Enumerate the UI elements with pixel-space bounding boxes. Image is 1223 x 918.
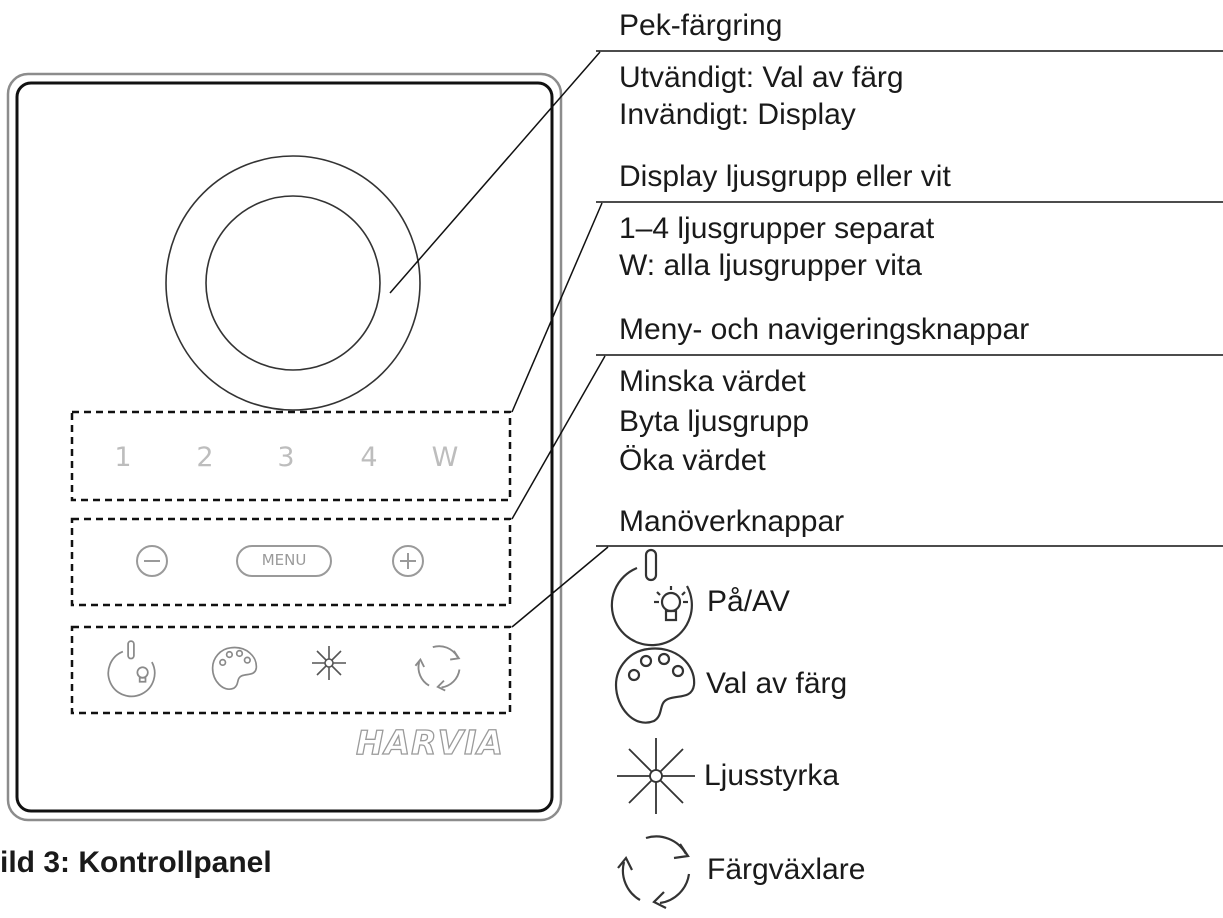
menu-button-box [70,517,512,607]
color-cycle-icon [414,645,461,692]
control-callout-title: Manöverknappar [619,505,845,538]
light-group-key-2[interactable]: 2 [196,442,214,473]
palette-icon [211,646,258,690]
display-callout-line-2: W: alla ljusgrupper vita [619,249,922,282]
harvia-logo: HARVIA [355,722,504,762]
figure-caption: ild 3: Kontrollpanel [0,846,272,879]
menu-button-outline [236,545,332,577]
light-group-key-w[interactable]: W [431,442,459,473]
light-group-key-1[interactable]: 1 [114,442,132,473]
legend-label-brightness: Ljusstyrka [704,759,840,792]
menu-button[interactable]: MENU [261,551,307,569]
menu-callout-title: Meny- och navigeringsknappar [619,313,1030,346]
ring-callout-title: Pek-färgring [619,9,783,42]
power-light-icon [107,640,156,698]
legend-power-light-icon [610,548,693,647]
display-callout-title: Display ljusgrupp eller vit [619,160,951,193]
ring-callout-line-1: Utvändigt: Val av färg [619,61,904,94]
minus-icon [136,545,168,577]
ring-callout-line-2: Invändigt: Display [619,98,856,131]
light-group-key-3[interactable]: 3 [277,442,295,473]
control-button-box [70,625,512,715]
menu-callout-line-1: Minska värdet [619,365,806,398]
touch-color-ring [165,155,421,411]
legend-color-cycle-icon [617,835,691,909]
light-group-box [70,410,512,502]
menu-callout-line-3: Öka värdet [619,444,766,477]
legend-label-power: På/AV [707,585,790,618]
legend-label-color-cycle: Färgväxlare [707,853,866,886]
brightness-icon [312,646,346,680]
display-callout-line-1: 1–4 ljusgrupper separat [619,212,935,245]
plus-icon [392,545,424,577]
legend-palette-icon [614,647,696,724]
legend-label-color: Val av färg [706,667,848,700]
light-group-key-4[interactable]: 4 [360,442,378,473]
menu-callout-line-2: Byta ljusgrupp [619,405,810,438]
legend-brightness-icon [617,738,695,814]
